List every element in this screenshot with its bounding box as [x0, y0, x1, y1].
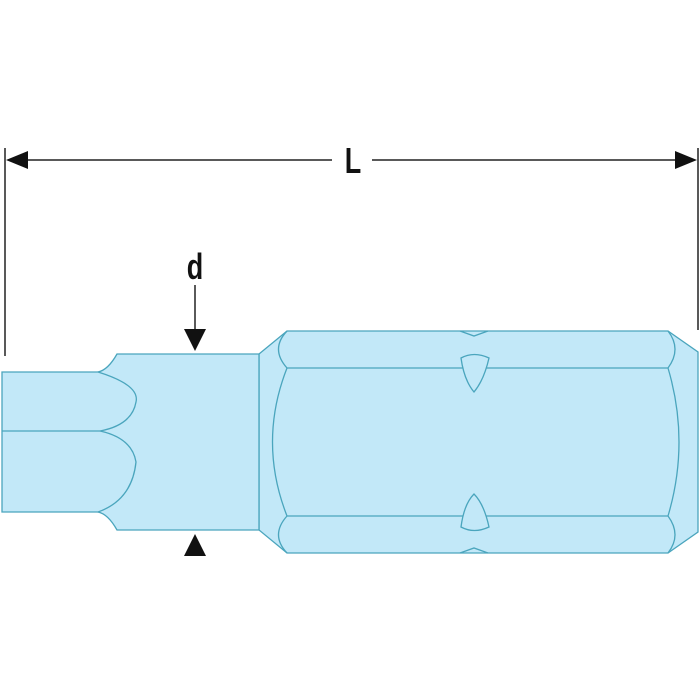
dimension-lines: [4, 148, 699, 556]
notch-top: [460, 353, 490, 394]
arrow-up-icon: [184, 534, 206, 556]
notch-bottom: [460, 493, 490, 532]
groove-bottom: [459, 547, 489, 554]
groove-top: [459, 330, 489, 337]
torx-tip: [1, 371, 137, 513]
diameter-label: d: [186, 246, 204, 287]
arrow-left-icon: [6, 151, 28, 169]
screwdriver-bit: [1, 330, 699, 554]
arrow-right-icon: [675, 151, 697, 169]
arrow-down-icon: [184, 329, 206, 351]
hex-body: [258, 330, 699, 554]
length-label: L: [344, 140, 362, 181]
